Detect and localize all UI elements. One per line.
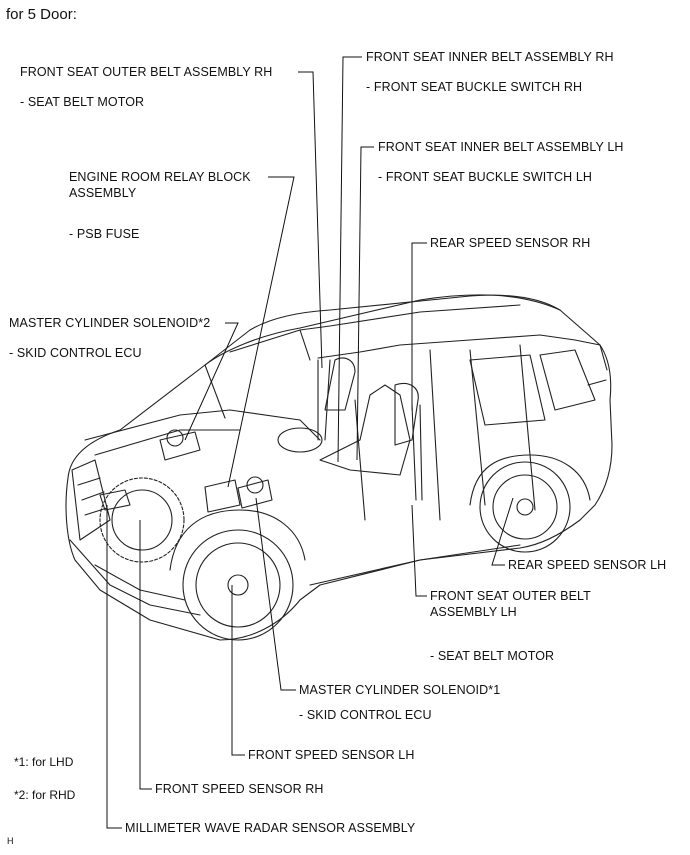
label-skid-control-ecu-2: - SKID CONTROL ECU <box>9 346 142 360</box>
leader-engine-relay <box>227 176 295 488</box>
label-engine-relay-line2: ASSEMBLY <box>69 186 137 200</box>
label-buckle-switch-rh: - FRONT SEAT BUCKLE SWITCH RH <box>366 80 583 94</box>
leader-rear-speed-rh <box>411 242 427 410</box>
note-lhd: *1: for LHD <box>14 755 74 769</box>
label-master-cylinder-2: MASTER CYLINDER SOLENOID*2 <box>9 316 211 330</box>
master-cylinder-lhd <box>237 479 273 509</box>
label-front-seat-outer-belt-lh-line2: ASSEMBLY LH <box>430 605 517 619</box>
leader-front-outer-belt-lh <box>411 504 427 597</box>
front-seat <box>319 384 411 476</box>
page-title: for 5 Door: <box>6 6 77 23</box>
front-wheel-left <box>182 529 294 641</box>
grille <box>71 459 111 541</box>
label-front-speed-sensor-lh: FRONT SPEED SENSOR LH <box>248 748 415 762</box>
vehicle-roof <box>204 294 561 366</box>
leader-front-outer-belt-rh <box>298 71 323 369</box>
leader-mmw-radar <box>106 505 122 829</box>
steering-wheel <box>277 427 323 453</box>
radar-sensor <box>99 489 131 511</box>
label-rear-speed-sensor-lh: REAR SPEED SENSOR LH <box>508 558 667 572</box>
label-master-cylinder-1: MASTER CYLINDER SOLENOID*1 <box>299 683 501 697</box>
label-front-speed-sensor-rh: FRONT SPEED SENSOR RH <box>155 782 324 796</box>
leader-master-cyl-1 <box>255 497 296 691</box>
label-front-seat-outer-belt-rh: FRONT SEAT OUTER BELT ASSEMBLY RH <box>20 65 273 79</box>
corner-mark: H <box>7 836 14 846</box>
label-mmw-radar-sensor: MILLIMETER WAVE RADAR SENSOR ASSEMBLY <box>125 821 416 835</box>
relay-block <box>204 479 241 513</box>
label-front-seat-inner-belt-rh: FRONT SEAT INNER BELT ASSEMBLY RH <box>366 50 614 64</box>
leader-front-inner-belt-lh <box>356 146 374 461</box>
note-rhd: *2: for RHD <box>14 788 76 802</box>
label-rear-speed-sensor-rh: REAR SPEED SENSOR RH <box>430 236 591 250</box>
belt-lh <box>411 404 423 501</box>
belt-rh <box>317 359 331 441</box>
hood <box>84 409 321 441</box>
label-seat-belt-motor-rh: - SEAT BELT MOTOR <box>20 95 145 109</box>
windshield <box>204 329 311 419</box>
rear-wheel-left <box>479 461 571 553</box>
leader-master-cyl-2 <box>184 322 239 441</box>
label-front-seat-outer-belt-lh-line1: FRONT SEAT OUTER BELT <box>430 589 591 603</box>
leader-front-inner-belt-rh <box>337 56 362 463</box>
door-lines <box>354 344 536 521</box>
label-engine-relay-line1: ENGINE ROOM RELAY BLOCK <box>69 170 251 184</box>
label-psb-fuse: - PSB FUSE <box>69 227 140 241</box>
master-cylinder-rhd <box>159 431 201 461</box>
leader-rear-speed-lh <box>491 497 514 566</box>
front-wheel-right <box>99 477 185 563</box>
label-skid-control-ecu-1: - SKID CONTROL ECU <box>299 708 432 722</box>
leader-front-speed-lh <box>231 585 245 756</box>
front-bumper <box>69 539 201 616</box>
label-front-seat-inner-belt-lh: FRONT SEAT INNER BELT ASSEMBLY LH <box>378 140 624 154</box>
vehicle-body-outline <box>65 294 613 641</box>
label-buckle-switch-lh: - FRONT SEAT BUCKLE SWITCH LH <box>378 170 593 184</box>
label-seat-belt-motor-lh: - SEAT BELT MOTOR <box>430 649 555 663</box>
leader-front-speed-rh <box>139 520 152 790</box>
